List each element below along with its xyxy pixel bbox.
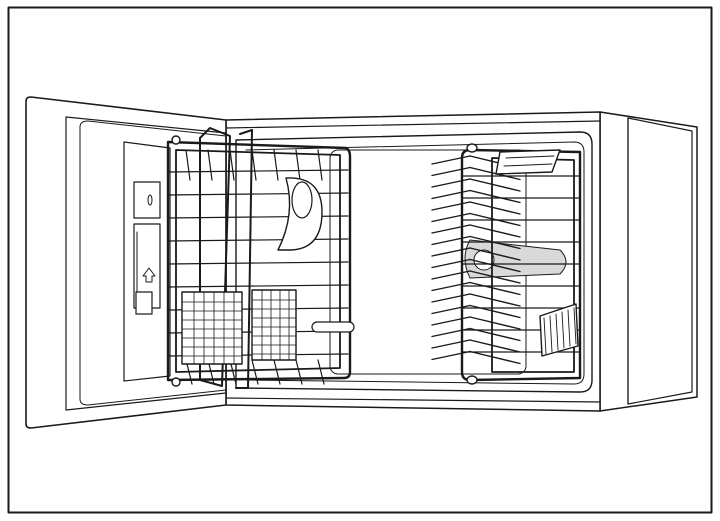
basket-tine — [317, 149, 323, 181]
lower-basket-tine — [469, 258, 521, 273]
open-door — [25, 96, 227, 429]
lower-basket-tine — [431, 166, 471, 177]
lower-basket-tine — [469, 247, 521, 261]
lower-basket-tine — [469, 189, 521, 204]
lower-basket-tine — [469, 304, 521, 319]
lower-basket-tine — [431, 178, 471, 188]
lower-basket-tine — [431, 201, 471, 211]
basket-tine — [229, 149, 235, 181]
figure-border — [7, 6, 713, 514]
basket-rail — [167, 261, 349, 265]
lower-basket-tine — [469, 166, 521, 181]
lower-basket-tine — [431, 316, 471, 326]
basket-tine — [207, 149, 213, 181]
lower-basket-tine — [431, 189, 471, 200]
lower-basket-tine — [469, 281, 521, 296]
lower-basket-tine — [431, 281, 471, 292]
lower-basket-tine — [469, 201, 521, 215]
lower-basket-tine — [431, 350, 471, 361]
lower-basket-tine — [431, 247, 471, 257]
cutlery-grid — [181, 289, 297, 365]
lower-basket-tine — [469, 235, 521, 250]
lower-cutlery-rack — [539, 303, 579, 357]
basket-tine — [251, 149, 257, 181]
detergent-dispenser — [123, 141, 171, 382]
lower-basket-tine — [431, 304, 471, 315]
lower-cutlery-grid-line — [561, 311, 565, 349]
lower-cutlery-grid-line — [543, 317, 547, 355]
lower-basket-tine — [431, 339, 471, 349]
lower-basket-tine — [469, 270, 521, 284]
basket-tine — [251, 359, 259, 385]
lower-basket-tine — [469, 178, 521, 192]
lower-basket-tine — [469, 293, 521, 307]
lower-cutlery-grid-line — [549, 315, 553, 353]
lower-basket-tine — [469, 350, 521, 365]
basket-tine — [295, 359, 303, 385]
basket-rail — [167, 238, 349, 242]
basket-rail — [167, 284, 349, 288]
cutlery-holder — [181, 289, 355, 365]
lower-basket-tine — [469, 224, 521, 238]
basket-tines — [185, 149, 325, 385]
lower-basket-tine — [431, 293, 471, 303]
lower-basket — [431, 143, 582, 385]
basket-tine — [273, 149, 279, 181]
lower-basket-tine — [469, 316, 521, 330]
basket-rail — [167, 169, 349, 173]
lower-basket-tine — [431, 327, 471, 338]
lower-basket-tine — [431, 224, 471, 234]
basket-tine — [317, 359, 325, 385]
basket-tine — [273, 359, 281, 385]
lower-basket-tine — [431, 235, 471, 246]
lower-basket-tine — [469, 327, 521, 342]
lower-basket-tine — [469, 212, 521, 227]
lower-cutlery-grid-line — [555, 313, 559, 351]
basket-tine — [295, 149, 301, 181]
basket-tine — [185, 149, 191, 181]
lower-cutlery-grid-line — [567, 309, 571, 347]
lower-basket-tine — [431, 270, 471, 280]
lower-cutlery-grid — [543, 307, 577, 355]
lower-basket-tine — [469, 339, 521, 353]
cabinet-side-panel — [599, 111, 698, 412]
lower-basket-tine — [431, 212, 471, 223]
lower-cutlery-grid-line — [573, 307, 577, 345]
lower-basket-tine — [431, 258, 471, 269]
lower-basket-tines — [431, 155, 521, 365]
lower-basket-tine — [431, 155, 471, 165]
upper-basket — [166, 127, 355, 389]
